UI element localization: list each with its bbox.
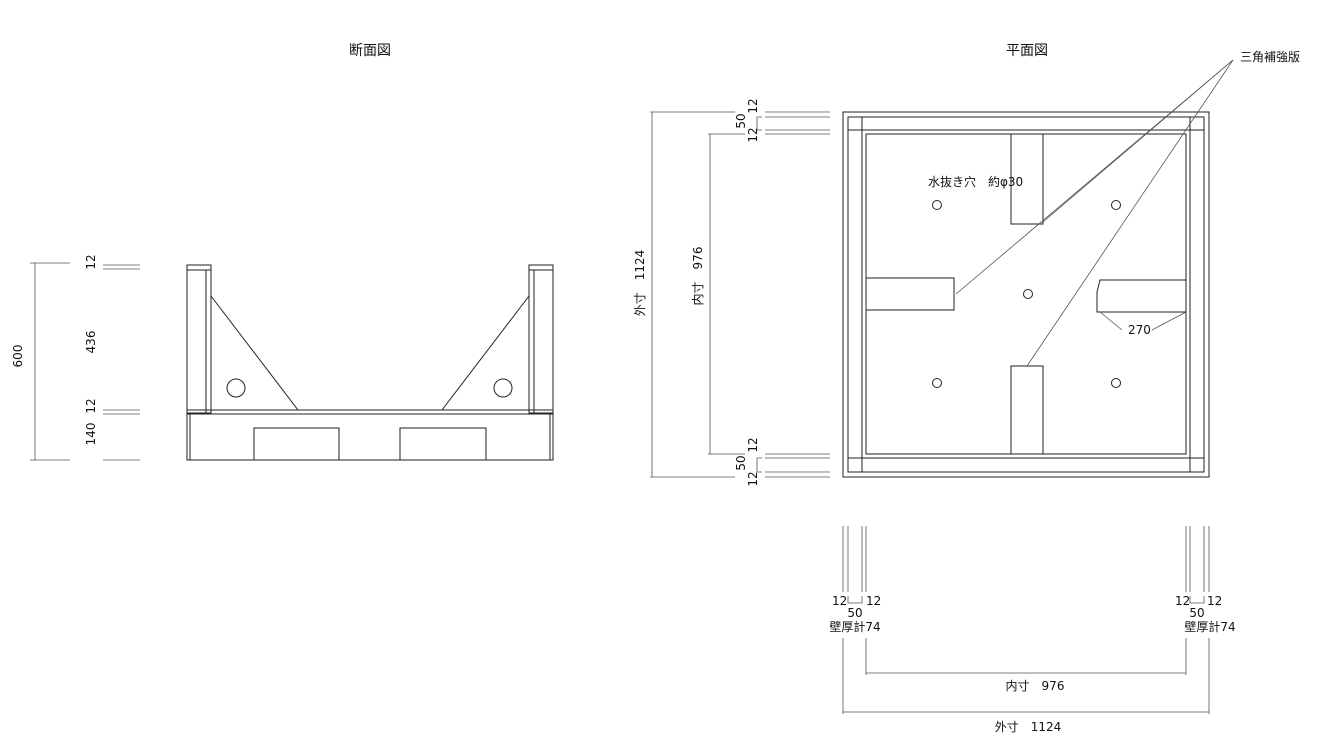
- plan-v-top-50: 50: [734, 113, 748, 128]
- section-dim-top: 12: [84, 254, 98, 269]
- plan-b-right-50: 50: [1189, 606, 1204, 620]
- plan-v-top-12a: 12: [746, 98, 760, 113]
- plan-drain-hole-3: [1023, 289, 1033, 299]
- plan-vertical-dim-lines: [650, 111, 830, 478]
- plan-b-left-total: 壁厚計74: [829, 619, 880, 634]
- section-drain-hole-right: [493, 378, 513, 398]
- plan-title: 平面図: [1006, 43, 1048, 59]
- plan-b-left-12b: 12: [866, 594, 881, 608]
- plan-b-right-12b: 12: [1207, 594, 1222, 608]
- section-view: 断面図 600 12 436 12 140: [11, 43, 554, 461]
- plan-v-outer: 外寸 1124: [633, 250, 647, 317]
- plan-v-top-12b: 12: [746, 127, 760, 142]
- section-dim-total-line: [30, 262, 70, 461]
- plan-b-left-12a: 12: [832, 594, 847, 608]
- section-gusset-right: [440, 295, 530, 411]
- plan-v-bot-50: 50: [734, 455, 748, 470]
- plan-drain-hole-4: [932, 378, 942, 388]
- section-drain-hole-left: [226, 378, 246, 398]
- section-dim-base: 140: [84, 423, 98, 446]
- plan-b-left-50: 50: [847, 606, 862, 620]
- section-box: [186, 264, 554, 461]
- section-gusset-left: [210, 295, 300, 411]
- plan-v-inner: 内寸 976: [691, 247, 705, 306]
- plan-gusset-label: 三角補強版: [1240, 50, 1300, 64]
- plan-h-inner: 内寸 976: [1006, 679, 1065, 693]
- section-dim-wall: 436: [84, 331, 98, 354]
- plan-dim-gusset: 270: [1128, 323, 1151, 337]
- plan-dim-270-line: [1099, 311, 1187, 331]
- plan-horizontal-dim-lines: [842, 526, 1210, 714]
- plan-drain-hole-1: [932, 200, 942, 210]
- section-dim-floor: 12: [84, 398, 98, 413]
- section-dim-total: 600: [11, 345, 25, 368]
- plan-h-outer: 外寸 1124: [995, 720, 1062, 734]
- plan-b-right-total: 壁厚計74: [1184, 619, 1235, 634]
- section-layer-ticks: [103, 264, 140, 461]
- plan-view: 平面図 水抜き穴 約φ30: [633, 43, 1300, 734]
- plan-v-bot-12a: 12: [746, 437, 760, 452]
- plan-gusset-leaders: [955, 59, 1234, 367]
- plan-frame: [842, 111, 1210, 478]
- plan-drain-hole-2: [1111, 200, 1121, 210]
- plan-drain-hole-5: [1111, 378, 1121, 388]
- plan-drain-label: 水抜き穴 約φ30: [928, 174, 1023, 189]
- section-title: 断面図: [349, 43, 391, 59]
- plan-gussets: [865, 133, 1186, 455]
- plan-b-right-12a: 12: [1175, 594, 1190, 608]
- plan-v-bot-12b: 12: [746, 471, 760, 486]
